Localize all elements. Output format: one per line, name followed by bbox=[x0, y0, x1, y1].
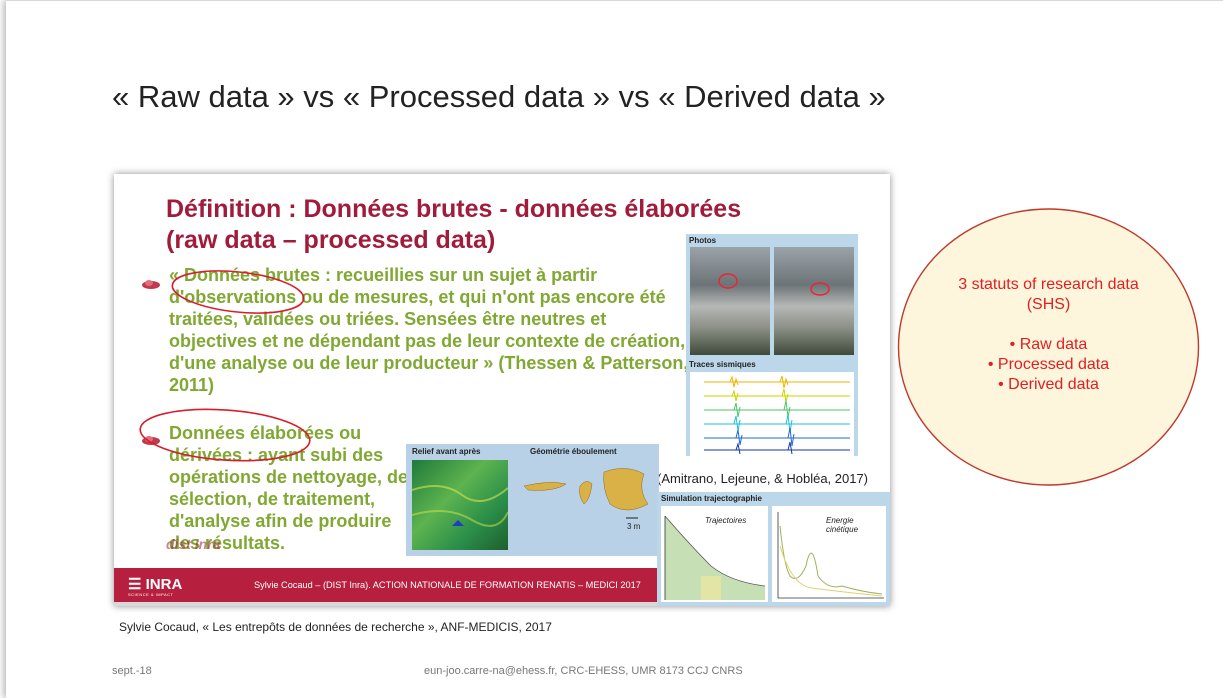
list-item: Processed data bbox=[896, 355, 1201, 375]
scale-label: 3 m bbox=[627, 522, 641, 531]
cliff-photo-before bbox=[690, 247, 770, 355]
inra-watermark: dist inra bbox=[166, 536, 221, 552]
figure-caption: Sylvie Cocaud, « Les entrepôts de donnée… bbox=[119, 620, 552, 634]
callout-text: 3 statuts of research data (SHS) Raw dat… bbox=[896, 275, 1201, 395]
citation-text: (Amitrano, Lejeune, & Hobléa, 2017) bbox=[657, 471, 869, 486]
photo-highlight-marks bbox=[718, 273, 830, 296]
trajectories-chart: Trajectoires bbox=[661, 506, 768, 602]
callout-list: Raw data Processed data Derived data bbox=[896, 335, 1201, 395]
list-item: Raw data bbox=[896, 335, 1201, 355]
relief-panel: Relief avant après Géométrie éboulement … bbox=[406, 444, 659, 556]
inra-logo-subtitle: SCIENCE & IMPACT bbox=[128, 592, 174, 597]
cliff-photo-after bbox=[774, 247, 854, 355]
embedded-slide-image: Définition : Données brutes - données él… bbox=[114, 174, 890, 606]
geometry-label: Géométrie éboulement bbox=[530, 447, 617, 456]
relief-terrain-image bbox=[411, 460, 509, 550]
embedded-title-line2: (raw data – processed data) bbox=[166, 226, 496, 254]
simulation-label: Simulation trajectographie bbox=[661, 494, 762, 503]
inra-logo-symbol: ☰ bbox=[128, 576, 142, 593]
embedded-title: Définition : Données brutes - données él… bbox=[166, 194, 741, 256]
trajectories-label: Trajectoires bbox=[705, 516, 747, 525]
footer-date: sept.-18 bbox=[112, 665, 152, 677]
kinetic-energy-chart: Energie cinétique bbox=[772, 506, 886, 602]
list-item: Derived data bbox=[896, 375, 1201, 395]
footer-contact: eun-joo.carre-na@ehess.fr, CRC-EHESS, UM… bbox=[424, 665, 743, 677]
seismic-traces-chart bbox=[690, 372, 854, 456]
traces-label: Traces sismiques bbox=[689, 360, 756, 369]
slide-title: « Raw data » vs « Processed data » vs « … bbox=[112, 79, 886, 114]
embedded-footer-text: Sylvie Cocaud – (DIST Inra). ACTION NATI… bbox=[254, 580, 641, 590]
embedded-footer-bar: ☰ INRA SCIENCE & IMPACT Sylvie Cocaud – … bbox=[114, 568, 657, 602]
relief-label: Relief avant après bbox=[412, 447, 481, 456]
rockfall-geometry-shapes bbox=[523, 468, 649, 519]
embedded-title-line1: Définition : Données brutes - données él… bbox=[166, 195, 742, 223]
flower-bullet-icon bbox=[142, 280, 160, 289]
annotation-ellipses bbox=[139, 270, 311, 462]
energy-label: Energie cinétique bbox=[826, 516, 859, 534]
embedded-footer-strip bbox=[114, 602, 657, 606]
simulation-panel: Simulation trajectographie Trajectoires … bbox=[657, 492, 890, 606]
photos-label: Photos bbox=[689, 236, 717, 245]
inra-logo-text: INRA bbox=[145, 576, 183, 593]
callout-heading: 3 statuts of research data (SHS) bbox=[958, 276, 1139, 313]
inra-logo: ☰ INRA bbox=[128, 575, 182, 593]
